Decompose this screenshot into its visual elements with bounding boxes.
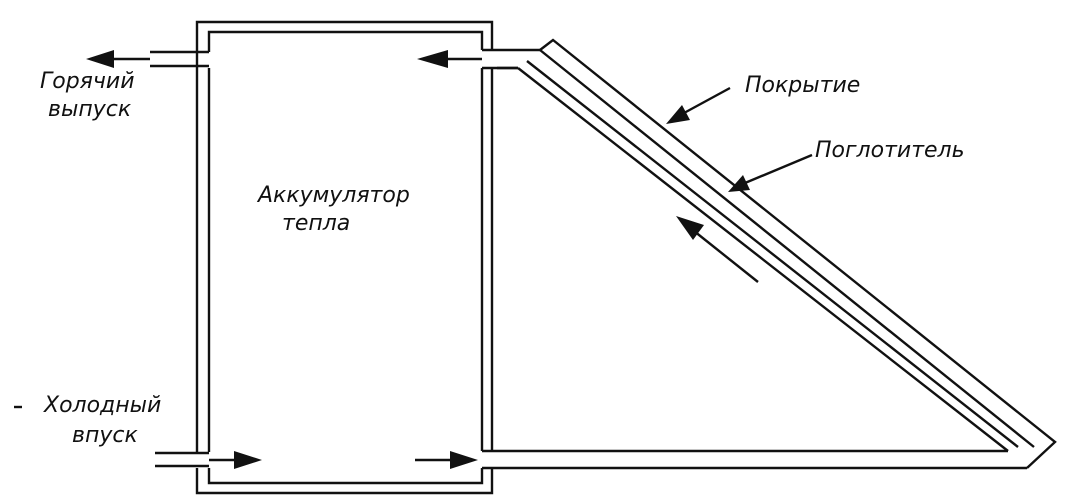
hot-outlet-arrow-icon <box>86 50 114 68</box>
cold-inlet-pipe <box>155 451 262 469</box>
cover-leader-arrow-icon <box>666 105 690 124</box>
absorber-leader <box>728 153 813 192</box>
collector-flow-arrow-icon <box>676 216 704 240</box>
collector-cover <box>539 38 1057 469</box>
cold-inlet-arrow-icon <box>234 451 262 469</box>
collector-supply-pipe <box>415 449 1027 470</box>
hot-outlet-label-line2: выпуск <box>48 97 132 122</box>
collector-return-pipe <box>417 48 540 70</box>
storage-tank <box>195 20 494 495</box>
return-flow-arrow-icon <box>417 50 448 68</box>
cover-leader <box>666 86 731 124</box>
cold-inlet-label-line2: впуск <box>72 423 138 448</box>
cover-label: Покрытие <box>745 73 860 98</box>
tank-outer-wall <box>195 20 494 495</box>
absorber-leader-arrow-icon <box>728 175 750 192</box>
collector-flow-line <box>693 230 759 283</box>
absorber-plate-inner <box>526 60 1019 448</box>
storage-label-line2: тепла <box>282 211 350 236</box>
tank-inner-wall <box>207 30 484 485</box>
storage-label-line1: Аккумулятор <box>256 183 410 208</box>
hot-outlet-label-line1: Горячий <box>40 69 135 94</box>
absorber-plate <box>517 67 1009 452</box>
absorber-label: Поглотитель <box>815 138 965 163</box>
hot-outlet-pipe <box>86 50 209 68</box>
cover-leader-line <box>683 86 731 115</box>
absorber-leader-line <box>744 153 813 185</box>
solar-collector <box>497 38 1057 469</box>
cover-inner-edge <box>539 49 1035 448</box>
supply-flow-arrow-icon <box>450 451 478 469</box>
collector-flow-arrow <box>676 216 759 283</box>
cold-inlet-label-line1: Холодный <box>43 393 161 418</box>
